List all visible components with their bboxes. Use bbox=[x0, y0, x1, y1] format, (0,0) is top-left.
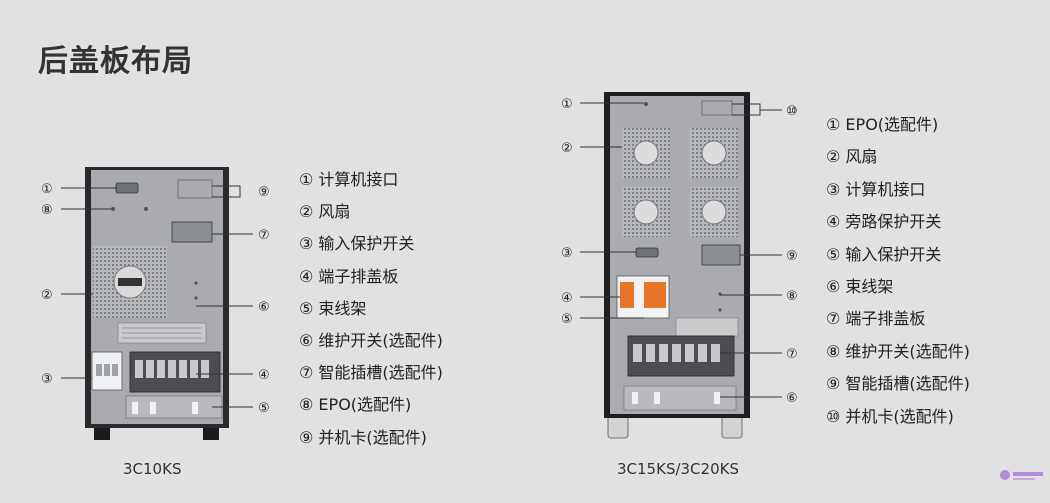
callout-9: ⑨ bbox=[258, 185, 270, 200]
legend-item: ③ 输入保护开关 bbox=[299, 234, 415, 254]
brand-logo bbox=[1000, 470, 1043, 480]
ups-3c15ks-3c20ks-rear bbox=[580, 92, 782, 439]
callout-6b: ⑥ bbox=[786, 391, 798, 406]
callout-8: ⑧ bbox=[41, 203, 53, 218]
legend-item: ⑧ 维护开关(选配件) bbox=[826, 341, 970, 361]
legend-item: ⑤ 束线架 bbox=[299, 298, 367, 318]
callout-7b: ⑦ bbox=[786, 347, 798, 362]
parallel-card-slot bbox=[177, 179, 213, 199]
callout-3: ③ bbox=[41, 372, 53, 387]
legend-item: ⑥ 维护开关(选配件) bbox=[299, 330, 443, 350]
legend-item: ⑩ 并机卡(选配件) bbox=[826, 406, 954, 426]
callout-2: ② bbox=[41, 288, 53, 303]
cable-bracket bbox=[125, 395, 223, 419]
callout-5: ⑤ bbox=[258, 401, 270, 416]
callout-1: ① bbox=[41, 182, 53, 197]
legend-item: ② 风扇 bbox=[299, 202, 351, 222]
callout-8b: ⑧ bbox=[786, 289, 798, 304]
legend-item: ⑥ 束线架 bbox=[826, 276, 894, 296]
legend-item: ⑤ 输入保护开关 bbox=[826, 244, 942, 264]
computer-interface-port bbox=[115, 182, 139, 194]
legend-item: ④ 端子排盖板 bbox=[299, 266, 399, 286]
fans bbox=[622, 128, 738, 237]
callout-7: ⑦ bbox=[258, 228, 270, 243]
model-caption-3c15ks-3c20ks: 3C15KS/3C20KS bbox=[617, 460, 739, 478]
ups-3c10ks-rear bbox=[61, 167, 253, 440]
callout-4b: ④ bbox=[561, 291, 573, 306]
callout-9b: ⑨ bbox=[786, 249, 798, 264]
legend-item: ⑦ 端子排盖板 bbox=[826, 309, 926, 329]
legend-item: ⑨ 并机卡(选配件) bbox=[299, 427, 427, 447]
model-caption-3c10ks: 3C10KS bbox=[123, 460, 182, 478]
legend-item: ② 风扇 bbox=[826, 147, 878, 167]
callout-1b: ① bbox=[561, 97, 573, 112]
callout-5b: ⑤ bbox=[561, 312, 573, 327]
callout-3b: ③ bbox=[561, 246, 573, 261]
legend-item: ⑨ 智能插槽(选配件) bbox=[826, 374, 970, 394]
callout-10b: ⑩ bbox=[786, 104, 798, 119]
legend-item: ⑦ 智能插槽(选配件) bbox=[299, 363, 443, 383]
intelligent-slot bbox=[171, 221, 213, 243]
legend-item: ① 计算机接口 bbox=[299, 170, 399, 189]
callout-6: ⑥ bbox=[258, 300, 270, 315]
legend-item: ③ 计算机接口 bbox=[826, 179, 926, 199]
legend-3c15ks-3c20ks: ① EPO(选配件) ② 风扇 ③ 计算机接口 ④ 旁路保护开关 ⑤ 输入保护开… bbox=[826, 109, 970, 433]
callout-4: ④ bbox=[258, 368, 270, 383]
page-title: 后盖板布局 bbox=[38, 44, 193, 79]
legend-item: ① EPO(选配件) bbox=[826, 115, 939, 134]
legend-item: ⑧ EPO(选配件) bbox=[299, 395, 412, 415]
callout-2b: ② bbox=[561, 141, 573, 156]
legend-item: ④ 旁路保护开关 bbox=[826, 212, 942, 232]
legend-3c10ks: ① 计算机接口 ② 风扇 ③ 输入保护开关 ④ 端子排盖板 ⑤ 束线架 ⑥ 维护… bbox=[299, 164, 443, 454]
